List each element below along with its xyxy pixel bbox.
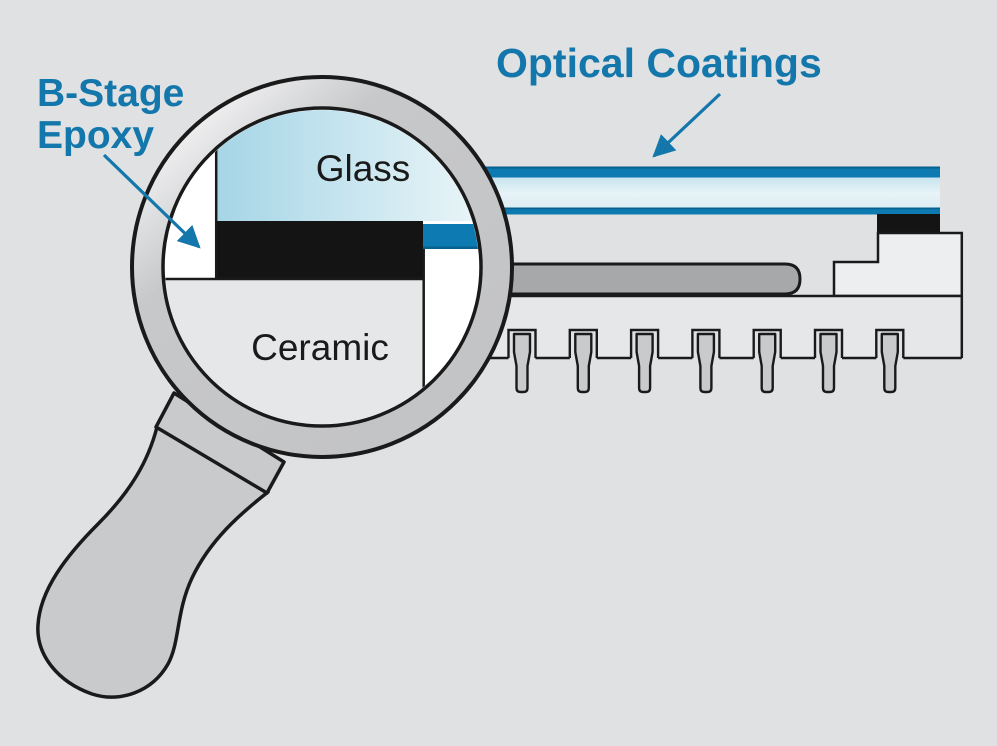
callouts: B-Stage Epoxy Optical Coatings (37, 40, 822, 249)
pin-recess-outline (629, 328, 660, 358)
package-pin (880, 332, 899, 394)
epoxy-seal-right (877, 214, 940, 234)
magnifier-handle (36, 425, 270, 699)
lens-epoxy-layer (215, 221, 423, 278)
b-stage-epoxy-label-line1: B-Stage (37, 72, 184, 115)
pin-recess-outline (813, 328, 844, 358)
package-pin (696, 332, 716, 394)
pin-recess-outline (507, 328, 537, 358)
lens-coating-segment-edge (423, 246, 479, 249)
optical-coating-top-edge (440, 166, 940, 169)
optical-coatings-label: Optical Coatings (496, 40, 822, 86)
package-pin (512, 332, 532, 394)
glass-window-slab (440, 166, 940, 215)
optical-coating-top (440, 167, 940, 178)
pin-recess-outline (875, 328, 905, 358)
optical-coatings-arrow (652, 92, 722, 158)
optical-coating-bottom (440, 207, 940, 215)
package-pin (574, 332, 593, 394)
pin-recess-outline (752, 328, 782, 358)
lens-coating-segment (423, 224, 479, 249)
glass-window-body (440, 177, 940, 208)
pin-recess-outline (568, 328, 598, 358)
optical-coating-bottom-edge (440, 207, 940, 210)
ccd-package (440, 166, 964, 394)
pin-recess-outline (691, 328, 721, 358)
package-pin (819, 332, 838, 394)
ceramic-step-right (832, 231, 964, 298)
b-stage-epoxy-arrow (102, 153, 201, 249)
package-pin (635, 332, 654, 394)
glass-label: Glass (316, 148, 411, 189)
package-pin (758, 332, 777, 394)
die (453, 262, 802, 296)
package-pins (450, 328, 962, 394)
magnifier: Glass Ceramic (36, 75, 514, 699)
b-stage-epoxy-label-line2: Epoxy (37, 114, 154, 157)
ceramic-label: Ceramic (251, 327, 389, 368)
